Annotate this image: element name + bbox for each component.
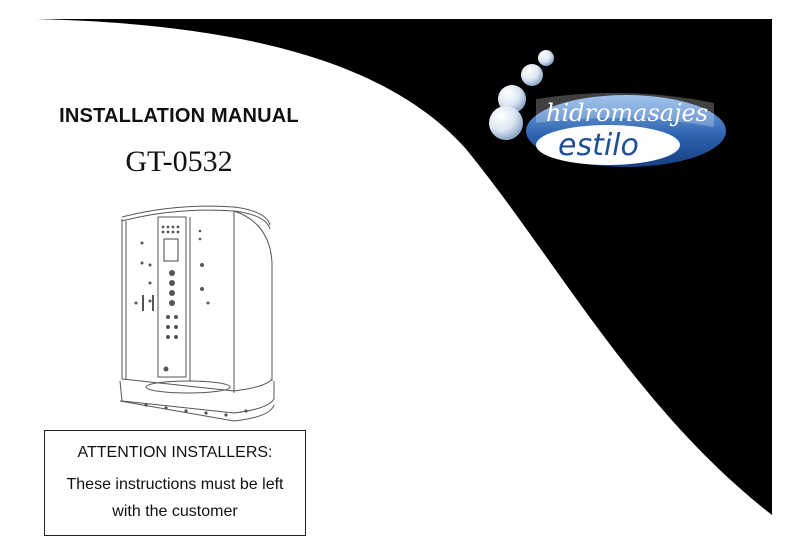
- document-title: INSTALLATION MANUAL: [59, 105, 299, 127]
- brand-logo: hidromasajes estilo: [489, 50, 726, 167]
- shower-cabin-illustration: [119, 205, 275, 422]
- attention-text: These instructions must be left with the…: [66, 476, 284, 520]
- attention-heading: ATTENTION INSTALLERS:: [77, 444, 273, 461]
- manual-cover: INSTALLATION MANUAL GT-0532: [36, 19, 772, 537]
- model-number: GT-0532: [125, 145, 233, 178]
- logo-text-hidromasajes: hidromasajes: [546, 99, 708, 127]
- logo-text-estilo: estilo: [558, 128, 639, 163]
- attention-notice-box: ATTENTION INSTALLERS: These instructions…: [44, 430, 306, 536]
